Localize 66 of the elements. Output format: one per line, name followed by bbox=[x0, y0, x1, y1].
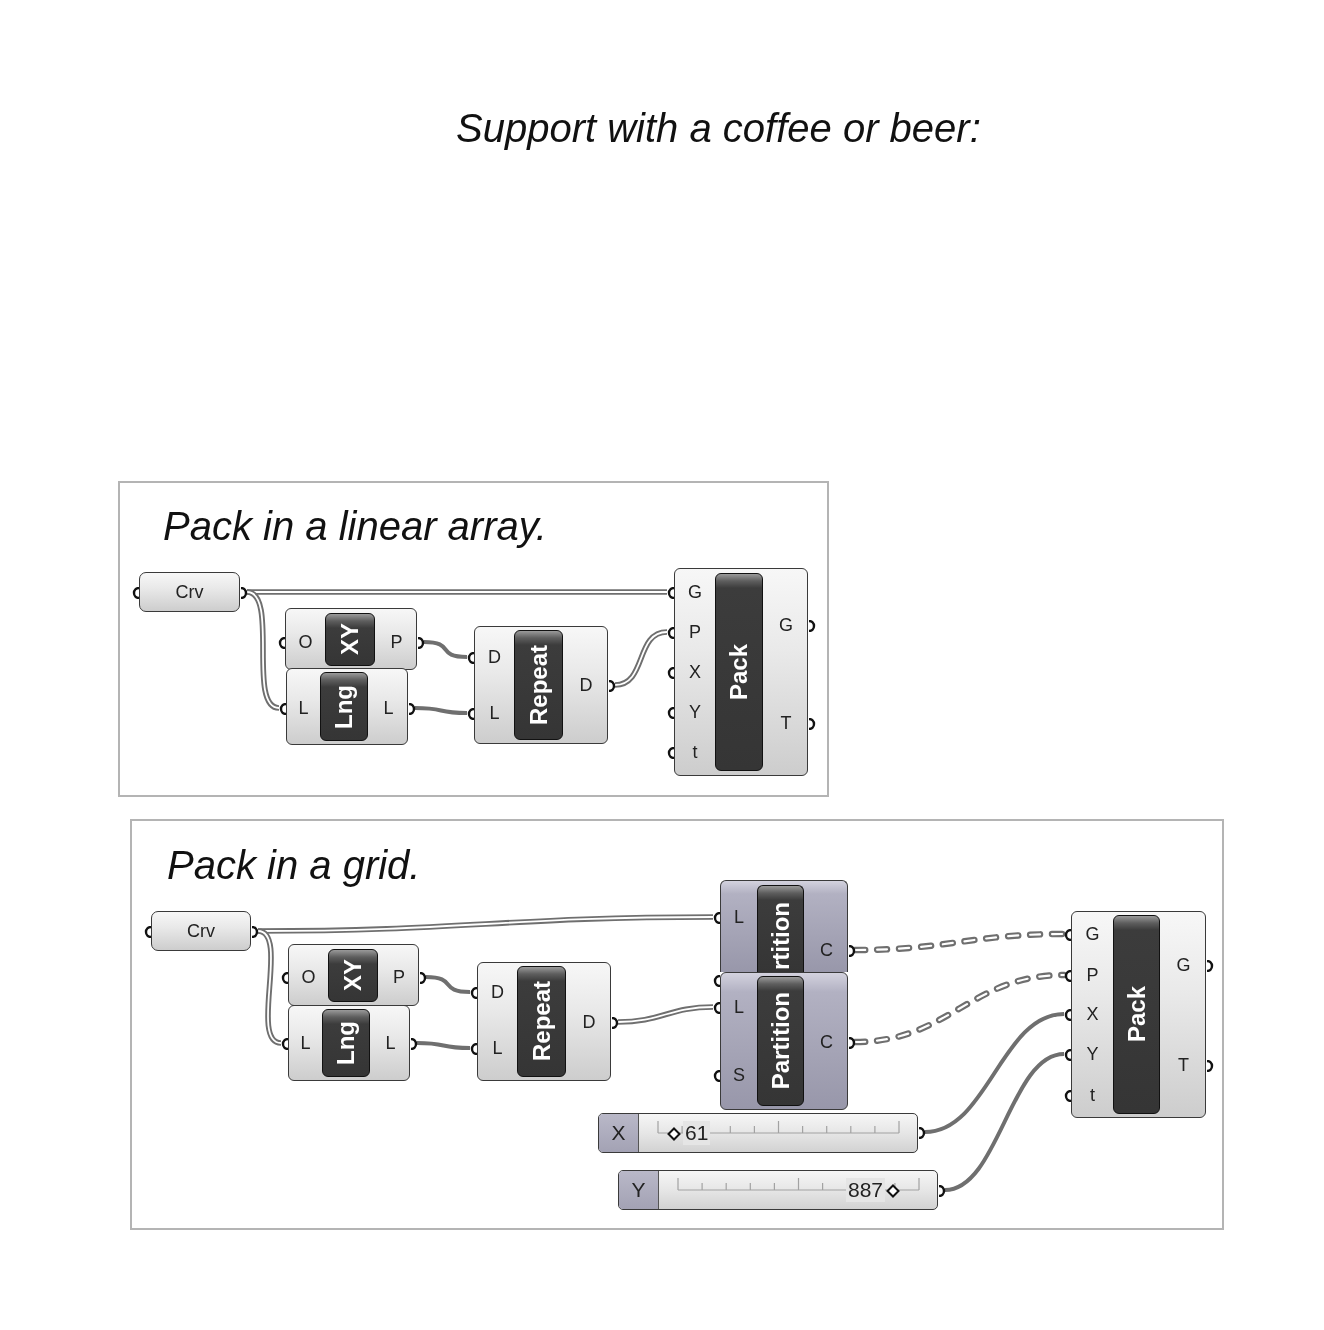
port-label: T bbox=[780, 712, 792, 734]
component-name-tab: Lng bbox=[322, 1009, 370, 1077]
wire bbox=[851, 930, 1068, 954]
wire bbox=[246, 589, 280, 711]
port-label: D bbox=[491, 981, 504, 1003]
slider-name-tab: X bbox=[599, 1114, 639, 1152]
port-label: O bbox=[298, 631, 313, 653]
port-label: L bbox=[385, 1032, 396, 1054]
port-label: L bbox=[298, 697, 309, 719]
wire bbox=[851, 971, 1068, 1046]
wire bbox=[924, 1012, 1065, 1134]
port-label: P bbox=[1086, 964, 1099, 986]
slider-name-tab: Y bbox=[619, 1171, 659, 1209]
port-label: D bbox=[579, 674, 593, 696]
port-label: P bbox=[390, 631, 403, 653]
port-label: D bbox=[488, 646, 501, 668]
component-name-tab: XY bbox=[325, 613, 375, 666]
wire bbox=[617, 1004, 714, 1025]
group-panel bbox=[118, 481, 829, 797]
support-note: Support with a coffee or beer: bbox=[456, 105, 981, 151]
wire bbox=[414, 706, 468, 715]
port-label: t bbox=[1090, 1084, 1095, 1106]
port-label: Y bbox=[1086, 1043, 1099, 1065]
component-name-tab: rtition bbox=[757, 885, 804, 973]
port-label: G bbox=[1176, 954, 1191, 976]
port-label: L bbox=[383, 697, 394, 719]
port-label: T bbox=[1178, 1054, 1189, 1076]
component-name-tab: Lng bbox=[320, 672, 368, 741]
component-name-tab: Partition bbox=[757, 976, 804, 1106]
wire bbox=[416, 1041, 471, 1050]
port-label: C bbox=[820, 1031, 833, 1053]
group-title: Pack in a linear array. bbox=[163, 503, 547, 549]
wire bbox=[944, 1052, 1065, 1192]
wire bbox=[423, 640, 468, 659]
group-panel bbox=[130, 819, 1224, 1230]
port-label: L bbox=[300, 1032, 311, 1054]
component-name-tab: Pack bbox=[715, 573, 763, 771]
port-label: P bbox=[393, 966, 405, 988]
port-label: S bbox=[733, 1064, 745, 1086]
component-name-tab: XY bbox=[328, 949, 378, 1002]
wire bbox=[257, 928, 282, 1046]
port-label: X bbox=[689, 661, 701, 683]
slider-value: 61 bbox=[683, 1121, 711, 1145]
port-label: D bbox=[582, 1011, 596, 1033]
wire bbox=[425, 975, 471, 994]
port-label: L bbox=[492, 1037, 503, 1059]
port-label: P bbox=[689, 621, 701, 643]
port-label: Y bbox=[689, 701, 701, 723]
parameter-label: Crv bbox=[187, 920, 215, 942]
port-label: L bbox=[489, 702, 500, 724]
port-label: X bbox=[1086, 1003, 1099, 1025]
component-name-tab: Repeat bbox=[514, 630, 563, 740]
parameter-label: Crv bbox=[175, 581, 204, 603]
wire bbox=[614, 629, 668, 688]
port-label: G bbox=[779, 614, 793, 636]
port-label: C bbox=[820, 939, 833, 961]
port-label: L bbox=[734, 996, 744, 1018]
group-title: Pack in a grid. bbox=[167, 842, 421, 888]
port-label: L bbox=[734, 906, 744, 928]
port-label: t bbox=[692, 741, 698, 763]
port-label: G bbox=[1085, 923, 1100, 945]
slider-value: 887 bbox=[845, 1178, 885, 1202]
component-name-tab: Pack bbox=[1113, 915, 1160, 1114]
port-label: G bbox=[688, 581, 702, 603]
component-name-tab: Repeat bbox=[517, 966, 566, 1077]
port-label: O bbox=[301, 966, 316, 988]
